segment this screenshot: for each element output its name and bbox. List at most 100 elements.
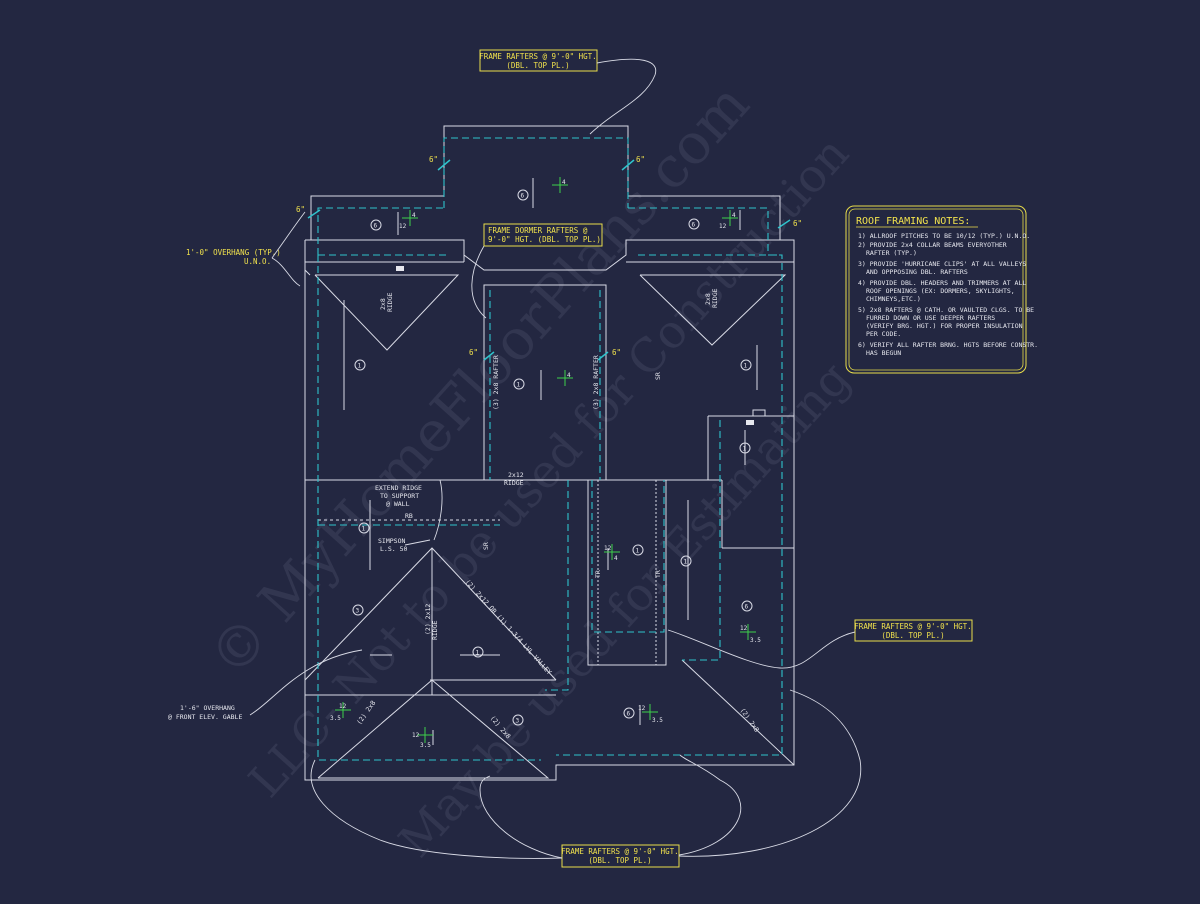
svg-text:SIMPSON: SIMPSON <box>378 537 405 545</box>
vent-markers <box>396 266 766 425</box>
notes-list: 1) ALLROOF PITCHES TO BE 10/12 (TYP.) U.… <box>858 232 1038 357</box>
svg-text:12: 12 <box>638 705 646 712</box>
svg-text:PER CODE.: PER CODE. <box>866 330 901 338</box>
svg-text:6": 6" <box>793 219 802 228</box>
svg-text:1: 1 <box>743 446 747 453</box>
svg-text:3: 3 <box>516 718 520 725</box>
svg-text:RIDGE: RIDGE <box>711 288 719 308</box>
svg-text:AND OPPPOSING DBL. RAFTERS: AND OPPPOSING DBL. RAFTERS <box>866 268 968 276</box>
svg-text:9'-0" HGT. (DBL. TOP PL.): 9'-0" HGT. (DBL. TOP PL.) <box>488 235 601 244</box>
svg-text:12: 12 <box>719 223 727 230</box>
svg-text:RIDGE: RIDGE <box>431 620 439 640</box>
six-inch-marks: 6" 6" 6" 6" 6" 6" <box>296 155 802 361</box>
notes-title: ROOF FRAMING NOTES: <box>856 216 970 227</box>
svg-text:6: 6 <box>521 193 525 200</box>
svg-text:@ WALL: @ WALL <box>386 500 410 508</box>
callout-extend-ridge: EXTEND RIDGE TO SUPPORT @ WALL SIMPSON L… <box>375 479 443 553</box>
right-wing-outline <box>628 195 781 240</box>
svg-text:1'-6" OVERHANG: 1'-6" OVERHANG <box>180 704 235 712</box>
svg-text:3: 3 <box>356 608 360 615</box>
svg-text:6: 6 <box>627 711 631 718</box>
svg-text:RIDGE: RIDGE <box>386 292 394 312</box>
svg-text:(2) 2x12 OR (1) 1-3/4 LVL VALL: (2) 2x12 OR (1) 1-3/4 LVL VALLEY <box>464 578 554 676</box>
svg-text:4: 4 <box>567 372 571 379</box>
svg-text:(2) 2x8: (2) 2x8 <box>738 707 760 734</box>
svg-text:5) 2x8 RAFTERS @ CATH. OR VAUL: 5) 2x8 RAFTERS @ CATH. OR VAULTED CLGS. … <box>858 306 1034 314</box>
svg-text:(2) 2x12: (2) 2x12 <box>424 604 432 635</box>
svg-text:(3) 2x8 RAFTER: (3) 2x8 RAFTER <box>592 355 600 410</box>
roof-framing-notes: ROOF FRAMING NOTES: 1) ALLROOF PITCHES T… <box>845 205 1038 374</box>
svg-text:3.5: 3.5 <box>420 742 431 749</box>
svg-text:6": 6" <box>469 348 478 357</box>
callout-dormer: FRAME DORMER RAFTERS @ 9'-0" HGT. (DBL. … <box>471 223 603 319</box>
svg-text:HAS BEGUN: HAS BEGUN <box>866 349 901 357</box>
rafter-tags: 1 1 1 1 1 1 1 1 3 3 6 6 6 6 6 <box>352 189 753 726</box>
svg-text:1: 1 <box>362 526 366 533</box>
svg-text:4) PROVIDE DBL. HEADERS AND TR: 4) PROVIDE DBL. HEADERS AND TRIMMERS AT … <box>858 279 1026 287</box>
svg-text:FURRED DOWN OR USE DEEPER RAFT: FURRED DOWN OR USE DEEPER RAFTERS <box>866 314 995 322</box>
svg-text:SR: SR <box>654 372 662 380</box>
callout-top: FRAME RAFTERS @ 9'-0" HGT. (DBL. TOP PL.… <box>479 49 657 135</box>
svg-text:1: 1 <box>684 559 688 566</box>
rafter-arrows <box>343 178 758 745</box>
svg-text:(VERIFY BRG. HGT.) FOR PROPER: (VERIFY BRG. HGT.) FOR PROPER INSULATION <box>866 322 1023 330</box>
dormer-outline <box>443 125 629 196</box>
svg-text:1'-0" OVERHANG (TYP.): 1'-0" OVERHANG (TYP.) <box>186 248 281 257</box>
svg-text:RAFTER (TYP.): RAFTER (TYP.) <box>866 249 917 257</box>
svg-text:FRAME RAFTERS @ 9'-0" HGT.: FRAME RAFTERS @ 9'-0" HGT. <box>561 847 678 856</box>
svg-text:6": 6" <box>296 205 305 214</box>
callout-overhang-front: 1'-6" OVERHANG @ FRONT ELEV. GABLE <box>168 649 363 721</box>
svg-text:6: 6 <box>374 223 378 230</box>
svg-text:12: 12 <box>339 703 347 710</box>
svg-text:RIDGE: RIDGE <box>504 479 524 487</box>
svg-text:12: 12 <box>412 732 420 739</box>
svg-text:ROOF OPENINGS (EX: DORMERS, SK: ROOF OPENINGS (EX: DORMERS, SKYLIGHTS, <box>866 287 1015 295</box>
svg-text:@ FRONT ELEV. GABLE: @ FRONT ELEV. GABLE <box>168 713 242 721</box>
svg-text:SR: SR <box>482 542 490 550</box>
svg-text:CHIMNEYS,ETC.): CHIMNEYS,ETC.) <box>866 295 921 303</box>
svg-text:TR: TR <box>654 570 662 578</box>
svg-text:3.5: 3.5 <box>330 715 341 722</box>
svg-text:4: 4 <box>732 212 736 219</box>
callout-right: FRAME RAFTERS @ 9'-0" HGT. (DBL. TOP PL.… <box>667 619 973 669</box>
svg-text:1: 1 <box>517 382 521 389</box>
svg-text:6) VERIFY ALL RAFTER BRNG. HGT: 6) VERIFY ALL RAFTER BRNG. HGTS BEFORE C… <box>858 341 1038 349</box>
svg-text:1: 1 <box>476 650 480 657</box>
pitch-marks: 4 412 412 4 412 3.512 123.5 3.512 3.512 <box>330 177 761 749</box>
bearing-lines <box>317 137 783 761</box>
svg-text:12: 12 <box>604 545 612 552</box>
svg-text:12: 12 <box>740 625 748 632</box>
svg-text:EXTEND RIDGE: EXTEND RIDGE <box>375 484 422 492</box>
svg-text:4: 4 <box>614 555 618 562</box>
svg-text:2) PROVIDE 2x4 COLLAR BEAMS EV: 2) PROVIDE 2x4 COLLAR BEAMS EVERYOTHER <box>858 241 1007 249</box>
svg-text:TO SUPPORT: TO SUPPORT <box>380 492 419 500</box>
svg-text:6: 6 <box>745 604 749 611</box>
svg-text:1: 1 <box>744 363 748 370</box>
svg-text:1) ALLROOF PITCHES TO BE 10/12: 1) ALLROOF PITCHES TO BE 10/12 (TYP.) U.… <box>858 232 1030 240</box>
callout-overhang-typ: 1'-0" OVERHANG (TYP.) U.N.O. <box>186 211 306 287</box>
svg-text:TR: TR <box>594 570 602 578</box>
svg-text:(DBL. TOP PL.): (DBL. TOP PL.) <box>588 856 651 865</box>
svg-text:6": 6" <box>429 155 438 164</box>
svg-text:(DBL. TOP PL.): (DBL. TOP PL.) <box>881 631 944 640</box>
left-wing-outline <box>310 195 444 240</box>
roof-outline <box>304 125 795 781</box>
svg-text:3.5: 3.5 <box>652 717 663 724</box>
svg-text:3) PROVIDE 'HURRICANE CLIPS' A: 3) PROVIDE 'HURRICANE CLIPS' AT ALL VALL… <box>858 260 1026 268</box>
svg-text:3.5: 3.5 <box>750 637 761 644</box>
svg-text:RB: RB <box>405 512 413 520</box>
svg-text:(DBL. TOP PL.): (DBL. TOP PL.) <box>506 61 569 70</box>
svg-text:4: 4 <box>562 179 566 186</box>
svg-text:1: 1 <box>358 363 362 370</box>
svg-text:6": 6" <box>636 155 645 164</box>
svg-text:(3) 2x8 RAFTER: (3) 2x8 RAFTER <box>492 355 500 410</box>
svg-text:6: 6 <box>692 222 696 229</box>
svg-text:U.N.O.: U.N.O. <box>244 257 271 266</box>
svg-text:6": 6" <box>612 348 621 357</box>
svg-text:FRAME RAFTERS @ 9'-0" HGT.: FRAME RAFTERS @ 9'-0" HGT. <box>854 622 971 631</box>
svg-text:12: 12 <box>399 223 407 230</box>
svg-text:FRAME RAFTERS @ 9'-0" HGT.: FRAME RAFTERS @ 9'-0" HGT. <box>479 52 596 61</box>
svg-text:2x12: 2x12 <box>508 471 524 479</box>
